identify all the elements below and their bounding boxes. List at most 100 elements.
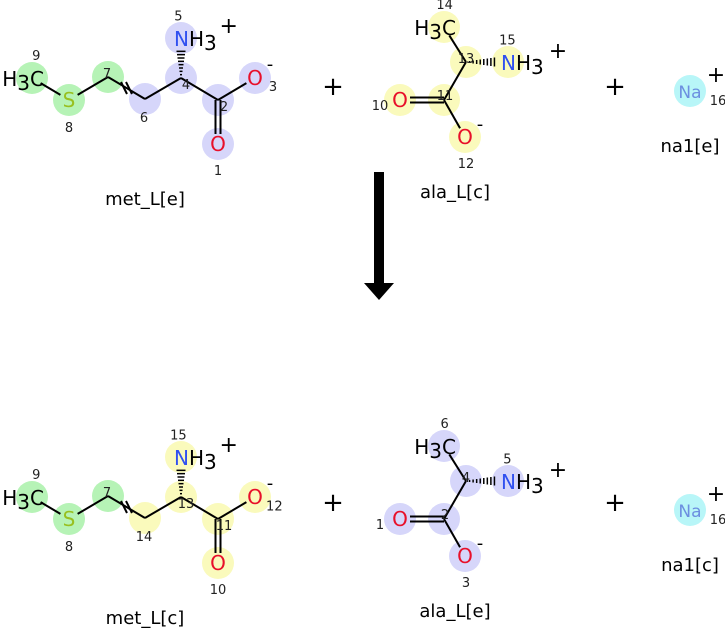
- atom-label: S: [63, 88, 76, 112]
- atom-label: H3C: [414, 435, 456, 463]
- atom-number: 3: [269, 80, 277, 95]
- charge-label: -: [267, 54, 274, 75]
- bond: [40, 82, 61, 96]
- atom-label: NH3: [501, 51, 544, 79]
- atom-label: H3C: [2, 486, 44, 514]
- bond: [217, 82, 247, 101]
- atom-label: O: [392, 88, 408, 112]
- bond-tick: [120, 81, 128, 95]
- atom-label: O: [457, 125, 473, 149]
- atom-number: 13: [178, 497, 195, 512]
- atom-number: 11: [216, 519, 233, 534]
- atom-highlight: [384, 84, 416, 116]
- atom-label: O: [247, 66, 263, 90]
- atom-number: 2: [220, 100, 228, 115]
- atom-label: S: [63, 507, 76, 531]
- atom-number: 5: [503, 452, 511, 467]
- atom-number: 7: [103, 486, 111, 501]
- bond: [443, 480, 467, 520]
- molecule-name: na1[c]: [661, 555, 719, 576]
- atom-number: 8: [65, 121, 73, 136]
- charge-label: +: [707, 482, 725, 507]
- atom-number: 10: [210, 583, 227, 598]
- atom-number: 14: [436, 0, 453, 13]
- bond: [180, 77, 219, 101]
- atom-label: H3C: [414, 16, 456, 44]
- atom-highlight: [16, 62, 48, 94]
- bond: [107, 495, 146, 519]
- atom-highlight: [202, 547, 234, 579]
- atom-highlight: [202, 128, 234, 160]
- atom-number: 15: [499, 33, 516, 48]
- molecule-name: na1[e]: [660, 136, 719, 157]
- atom-number: 4: [462, 471, 470, 486]
- atom-number: 16: [710, 513, 725, 528]
- atom-label: O: [392, 507, 408, 531]
- bond: [448, 34, 467, 63]
- charge-label: +: [220, 433, 238, 458]
- bond: [443, 61, 467, 101]
- plus-sign: +: [322, 488, 344, 518]
- atom-highlight: [165, 22, 197, 54]
- atom-highlight: [449, 121, 481, 153]
- plus-sign: +: [322, 72, 344, 102]
- bond: [180, 496, 219, 520]
- atom-label: NH3: [174, 446, 217, 474]
- plus-sign: +: [604, 72, 626, 102]
- atom-number: 4: [182, 78, 190, 93]
- atom-highlight: [428, 430, 460, 462]
- charge-label: -: [477, 114, 484, 135]
- atom-highlight: [449, 540, 481, 572]
- bond-tick: [125, 81, 133, 95]
- atom-number: 6: [140, 111, 148, 126]
- molecule-name: ala_L[e]: [419, 601, 490, 622]
- atom-highlight: [53, 503, 85, 535]
- bond: [107, 76, 146, 100]
- atom-highlight: [16, 481, 48, 513]
- bond: [443, 99, 461, 129]
- atom-number: 13: [458, 52, 475, 67]
- atom-highlight: [239, 481, 271, 513]
- atom-number: 14: [136, 530, 153, 545]
- atom-number: 1: [214, 164, 222, 179]
- atom-number: 9: [32, 468, 40, 483]
- bond: [144, 496, 182, 519]
- atom-label: O: [457, 544, 473, 568]
- atom-label: O: [210, 132, 226, 156]
- bond: [144, 77, 182, 100]
- atom-number: 6: [440, 417, 448, 432]
- atom-label: NH3: [174, 27, 217, 55]
- atom-number: 8: [65, 540, 73, 555]
- molecule-name: met_L[c]: [106, 608, 185, 629]
- atom-number: 12: [266, 500, 283, 515]
- atom-number: 12: [458, 157, 475, 172]
- bond-tick: [120, 500, 128, 514]
- atom-highlight: [239, 62, 271, 94]
- plus-sign: +: [604, 488, 626, 518]
- charge-label: +: [549, 39, 567, 64]
- atom-number: 15: [170, 428, 187, 443]
- bond: [217, 501, 247, 520]
- atom-label: NH3: [501, 470, 544, 498]
- atom-number: 2: [441, 508, 449, 523]
- atom-highlight: [674, 75, 706, 107]
- bond: [77, 76, 109, 96]
- charge-label: -: [477, 533, 484, 554]
- atom-highlight: [674, 494, 706, 526]
- atom-highlight: [492, 465, 524, 497]
- atom-label: O: [247, 485, 263, 509]
- charge-label: -: [267, 473, 274, 494]
- atom-number: 1: [376, 518, 384, 533]
- atom-number: 3: [462, 576, 470, 591]
- atom-number: 5: [174, 9, 182, 24]
- atom-highlight: [428, 11, 460, 43]
- atom-highlight: [492, 46, 524, 78]
- atom-label: O: [210, 551, 226, 575]
- atom-number: 10: [372, 99, 389, 114]
- bond-tick: [125, 500, 133, 514]
